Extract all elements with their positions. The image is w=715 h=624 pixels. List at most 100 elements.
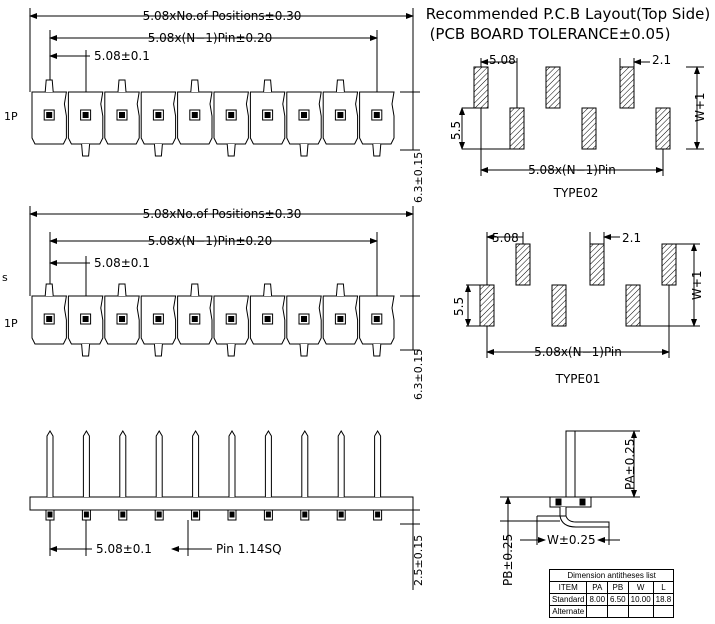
t1-row: 5.5	[452, 297, 466, 316]
table-header: L	[652, 581, 675, 594]
t1-pad: 2.1	[622, 231, 641, 245]
table-header: W	[627, 581, 654, 594]
pin-tab-bottom	[81, 343, 91, 357]
front-view	[29, 430, 420, 590]
top-view-1	[29, 8, 420, 151]
pin-tab-bottom	[153, 143, 163, 157]
front-pin-upper	[264, 430, 272, 497]
pin-tab-top	[190, 79, 200, 93]
layout-title: Recommended P.C.B Layout(Top Side)	[426, 5, 710, 23]
pin-core	[191, 316, 198, 322]
type02-layout	[459, 58, 704, 176]
dimension-table: Dimension antitheses list ITEM PA PB W L…	[548, 569, 675, 618]
front-housing	[29, 496, 414, 511]
pin-core	[301, 112, 307, 118]
pin-core	[264, 112, 271, 118]
table-cell	[607, 605, 629, 618]
pin-core	[228, 112, 235, 118]
t1-pitch: 5.08	[492, 231, 519, 245]
table-header: PB	[607, 581, 629, 594]
table-cell: Alternate	[548, 605, 588, 618]
pin-tab-bottom	[226, 343, 236, 357]
pin-core	[228, 316, 235, 322]
pin-core	[82, 316, 89, 322]
pin-core	[155, 112, 162, 118]
table-cell: 8.00	[586, 593, 609, 606]
v2-total-length: 5.08xNo.of Positions±0.30	[143, 207, 302, 221]
front-pin-upper	[301, 430, 309, 497]
v2-pin-span: 5.08x(N−1)Pin±0.20	[148, 234, 273, 248]
pin-core	[119, 316, 125, 322]
v3-height: 2.5±0.15	[412, 535, 425, 586]
pin-tab-bottom	[299, 343, 309, 357]
table-header: ITEM	[548, 581, 588, 594]
pin-core	[119, 112, 125, 118]
front-pin-core	[120, 511, 126, 518]
t2-row: 5.5	[449, 121, 463, 140]
pin-tab-top	[335, 283, 345, 297]
table-cell: 18.8	[652, 593, 675, 606]
v1-total-length: 5.08xNo.of Positions±0.30	[143, 9, 302, 23]
t2-pitch: 5.08	[489, 53, 516, 67]
front-pin-upper	[155, 430, 163, 497]
v2-pin1-label: 1P	[4, 317, 18, 330]
top-view-2	[29, 206, 420, 351]
pin-core	[337, 316, 344, 322]
table-row: Standard 8.00 6.50 10.00 18.8	[548, 593, 675, 606]
t2-height: W+1	[693, 92, 707, 122]
t1-span: 5.08x(N−1)Pin	[534, 345, 622, 359]
v1-height: 6.3±0.15	[412, 152, 425, 203]
front-pin-upper	[337, 430, 345, 497]
v2-pitch: 5.08±0.1	[94, 256, 150, 270]
pin-tab-top	[263, 79, 273, 93]
pin-tab-top	[44, 283, 54, 297]
front-pin-core	[265, 511, 271, 518]
side-view	[500, 430, 640, 560]
pin-core	[82, 112, 89, 118]
t2-label: TYPE02	[553, 186, 599, 200]
pin-tab-top	[335, 79, 345, 93]
pin-tab-top	[44, 79, 54, 93]
front-pin-upper	[374, 430, 382, 497]
v1-pin-span: 5.08x(N−1)Pin±0.20	[148, 31, 273, 45]
pin-tab-bottom	[299, 143, 309, 157]
front-pin-upper	[46, 430, 54, 497]
v2-height: 6.3±0.15	[412, 349, 425, 400]
pin-tab-bottom	[372, 343, 382, 357]
table-cell: Standard	[548, 593, 588, 606]
side-w: W±0.25	[547, 533, 596, 547]
pin-tab-bottom	[81, 143, 91, 157]
side-pb: PB±0.25	[501, 534, 515, 586]
table-header: PA	[586, 581, 609, 594]
v3-pin-size: Pin 1.14SQ	[216, 542, 282, 556]
pin-core	[264, 316, 271, 322]
front-pin-core	[338, 511, 344, 518]
table-cell	[586, 605, 609, 618]
front-pin-core	[47, 511, 53, 518]
pin-tab-top	[190, 283, 200, 297]
t2-span: 5.08x(N−1)Pin	[528, 163, 616, 177]
t2-pad: 2.1	[652, 53, 671, 67]
front-pin-upper	[228, 430, 236, 497]
pin-core	[46, 112, 53, 118]
pin-tab-bottom	[153, 343, 163, 357]
front-pin-core	[156, 511, 162, 518]
front-pin-core	[193, 511, 199, 518]
t1-label: TYPE01	[555, 372, 601, 386]
pin-tab-top	[117, 79, 127, 93]
table-cell	[627, 605, 654, 618]
v2-side-mark: s	[2, 271, 8, 284]
pin-core	[46, 316, 53, 322]
pin-tab-bottom	[226, 143, 236, 157]
pin-core	[373, 316, 380, 322]
t1-height: W+1	[690, 270, 704, 300]
type01-layout	[465, 232, 700, 358]
pin-core	[155, 316, 162, 322]
pin-core	[191, 112, 198, 118]
pin-core	[373, 112, 380, 118]
pin-tab-top	[117, 283, 127, 297]
front-pin-core	[375, 511, 381, 518]
side-pa: PA±0.25	[623, 439, 637, 490]
layout-subtitle: (PCB BOARD TOLERANCE±0.05)	[430, 25, 671, 43]
